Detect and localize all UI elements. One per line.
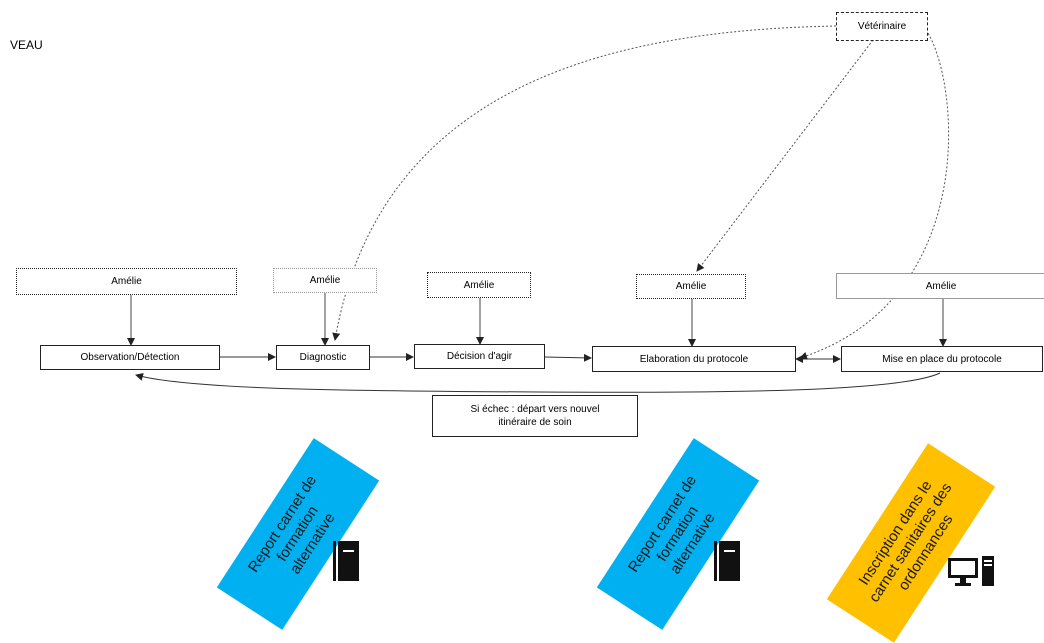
step-diagnostic: Diagnostic <box>276 345 370 370</box>
step-observation: Observation/Détection <box>40 345 220 370</box>
actor-label: Amélie <box>463 279 495 291</box>
book-icon <box>714 541 740 581</box>
step-label: Observation/Détection <box>80 352 180 363</box>
actor-box-2: Amélie <box>273 268 377 293</box>
actor-label: Amélie <box>925 280 957 292</box>
actor-label: Amélie <box>309 275 341 286</box>
step-protocol-design: Elaboration du protocole <box>592 346 796 372</box>
failure-line-1: Si échec : départ vers nouvel <box>470 404 600 415</box>
actor-box-4: Amélie <box>636 274 746 299</box>
actor-box-3: Amélie <box>427 272 531 298</box>
vet-link-diagnostic <box>332 25 837 341</box>
step-label: Elaboration du protocole <box>639 353 749 365</box>
actor-box-5: Amélie <box>836 273 1044 299</box>
veterinarian-label: Vétérinaire <box>857 21 907 32</box>
book-icon <box>333 541 359 581</box>
diagram-title: VEAU <box>10 38 43 52</box>
failure-loop-arrow <box>135 372 941 393</box>
failure-line-2: itinéraire de soin <box>498 417 572 428</box>
vet-link-setup <box>799 29 950 360</box>
actor-box-1: Amélie <box>16 268 237 295</box>
step-label: Mise en place du protocole <box>882 353 1002 365</box>
step-decision: Décision d'agir <box>414 344 545 369</box>
actor-label: Amélie <box>675 281 707 292</box>
vet-link-protocol <box>696 39 874 272</box>
failure-box: Si échec : départ vers nouvel itinéraire… <box>432 395 638 437</box>
connectors <box>127 25 950 393</box>
step-label: Diagnostic <box>299 352 347 363</box>
veterinarian-box: Vétérinaire <box>836 12 928 41</box>
actor-label: Amélie <box>111 276 142 287</box>
flow-arrow-3 <box>544 353 592 362</box>
step-label: Décision d'agir <box>446 351 513 362</box>
computer-icon <box>948 556 994 586</box>
step-protocol-setup: Mise en place du protocole <box>841 346 1043 372</box>
